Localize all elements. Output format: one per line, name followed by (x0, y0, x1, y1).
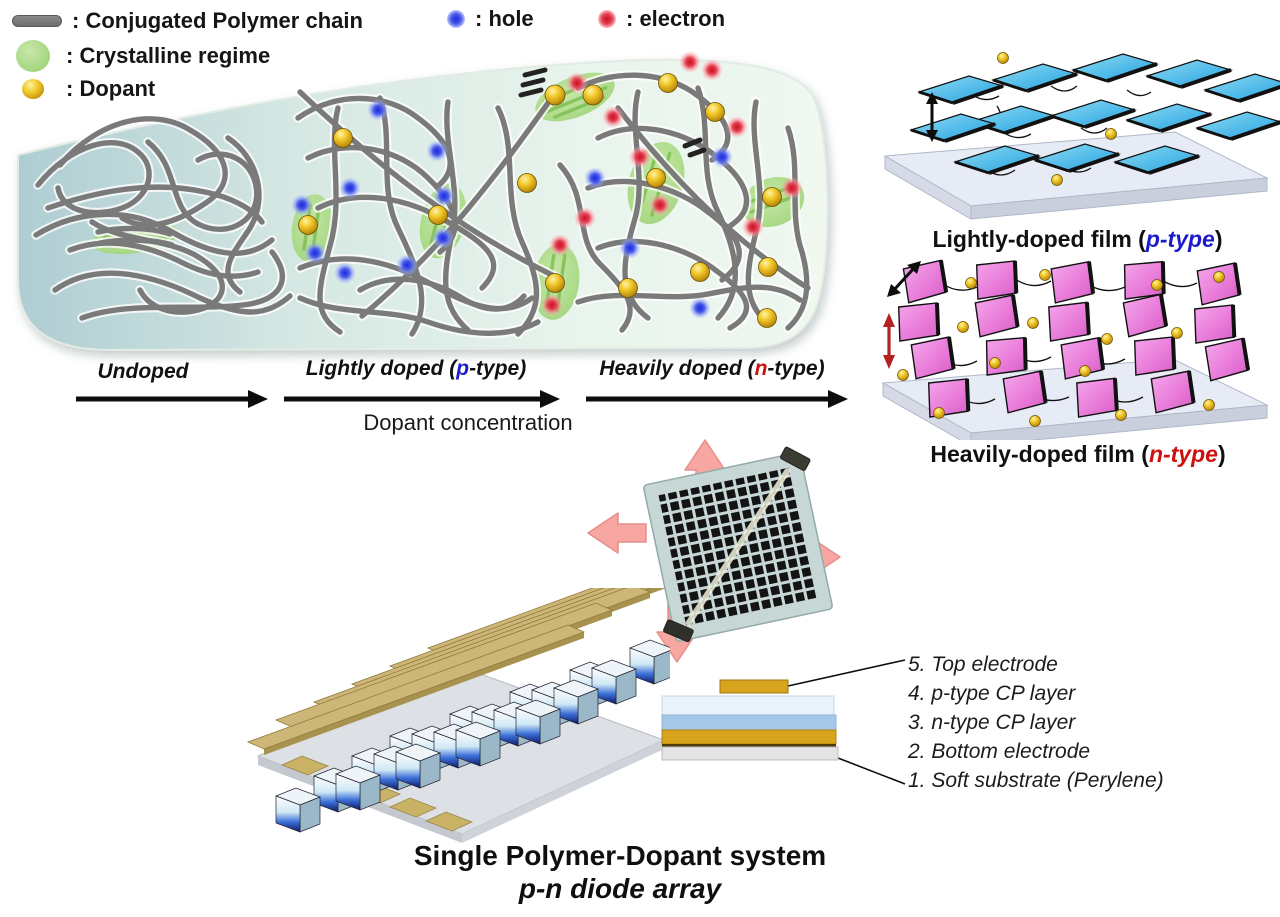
stack-label-3: 3. n-type CP layer (908, 711, 1076, 734)
stack-layers (661, 679, 839, 761)
dopants (298, 73, 782, 328)
flexible-device-photo (587, 439, 841, 663)
stack-label-list: 5. Top electrode 4. p-type CP layer 3. n… (908, 650, 1164, 795)
legend-dopant-label: : Dopant (66, 76, 156, 101)
diode-array-3d-figure (247, 588, 670, 843)
legend-row-hole: : hole (447, 6, 534, 32)
electrons (541, 51, 803, 316)
stack-label-2: 2. Bottom electrode (908, 740, 1091, 763)
substrate-layer (661, 746, 839, 761)
legend-hole-label: : hole (475, 6, 534, 31)
stack-label-1: 1. Soft substrate (Perylene) (908, 769, 1164, 792)
legend-row-dopant: : Dopant (22, 76, 155, 102)
dopant-concentration-label: Dopant concentration (363, 410, 573, 435)
lightly-doped-film-figure (883, 52, 1280, 220)
lamella-tilt-arrow (887, 261, 921, 297)
p-type-cp-layer (661, 695, 835, 716)
legend-row-electron: : electron (598, 6, 725, 32)
stage-label-undoped: Undoped (97, 360, 189, 383)
bottom-electrode-layer (661, 729, 837, 745)
n-type-cp-layer (661, 714, 837, 731)
stage-arrows (76, 390, 848, 408)
stack-leader-lines (787, 659, 906, 785)
corner-clip-icon (663, 619, 694, 643)
chain-end-dashes (518, 67, 707, 158)
legend-electron-label: : electron (626, 6, 726, 31)
electron-icon (598, 10, 616, 28)
top-electrode-layer (719, 679, 789, 694)
heavily-doped-film-caption: Heavily-doped film (n-type) (930, 441, 1226, 467)
dopant-icon (22, 79, 44, 99)
stacking-distance-arrow-red (883, 313, 895, 369)
interface-line (662, 744, 836, 747)
legend-row-crystalline: : Crystalline regime (16, 40, 270, 72)
legend-row-polymer: : Conjugated Polymer chain (12, 8, 363, 34)
lightly-doped-film-caption: Lightly-doped film (p-type) (932, 226, 1223, 252)
film-dopants (997, 52, 1117, 186)
stacking-distance-arrow (926, 92, 938, 142)
stack-label-4: 4. p-type CP layer (908, 682, 1076, 705)
legend-crystalline-label: : Crystalline regime (66, 43, 271, 68)
stretch-arrow-left-icon (587, 512, 647, 554)
hole-icon (447, 10, 465, 28)
heavily-doped-film-figure (881, 257, 1269, 440)
figure-title: Single Polymer-Dopant system (413, 840, 827, 871)
stack-label-5: 5. Top electrode (908, 653, 1058, 676)
figure-subtitle: p-n diode array (518, 873, 722, 904)
crystalline-icon (16, 40, 50, 72)
stage-label-lightly-doped: Lightly doped (p-type) (305, 357, 527, 380)
polymer-morphology-illustration (17, 51, 829, 352)
holes (291, 99, 733, 319)
corner-clip-icon (780, 446, 811, 471)
polymer-chain-icon (12, 15, 62, 27)
film-substrate (883, 131, 1269, 220)
film-dopants (897, 269, 1225, 427)
device-stack-figure (661, 659, 906, 785)
stage-label-heavily-doped: Heavily doped (n-type) (599, 357, 825, 380)
device-array-chip (643, 446, 833, 643)
legend-polymer-label: : Conjugated Polymer chain (72, 8, 363, 33)
